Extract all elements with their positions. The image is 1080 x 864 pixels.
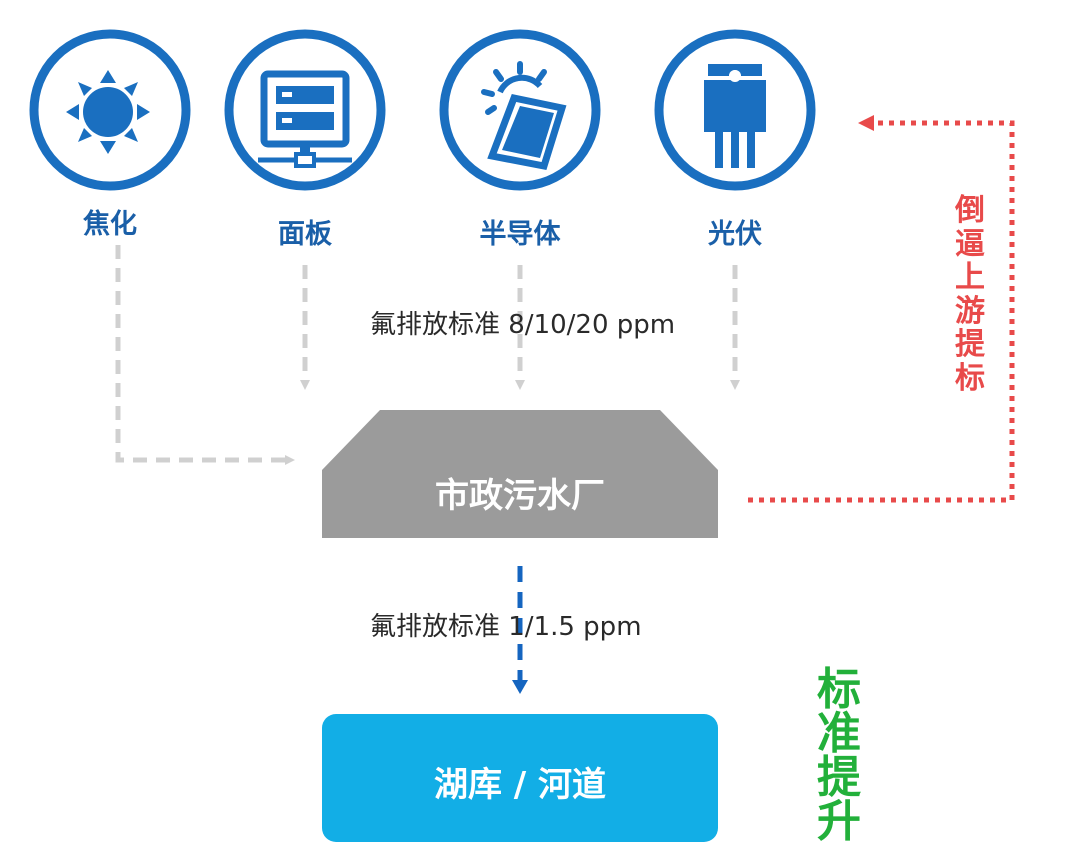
transistor-chip-icon — [654, 29, 816, 191]
feedback-char: 游 — [955, 293, 985, 329]
feedback-char: 标 — [955, 360, 985, 396]
solar-panel-icon — [439, 29, 601, 191]
feedback-text: 倒 逼 上 游 提 标 — [948, 194, 992, 396]
upgrade-text: 标 准 提 升 — [806, 668, 872, 844]
feedback-char: 倒 — [955, 193, 985, 228]
upgrade-char: 准 — [817, 708, 861, 759]
feedback-char: 逼 — [955, 226, 985, 262]
feedback-char: 上 — [955, 260, 985, 296]
municipal-plant-shape — [322, 410, 718, 538]
receiving-water-box — [322, 714, 718, 842]
upgrade-char: 升 — [817, 796, 861, 847]
effluent-arrow — [512, 566, 528, 694]
industry-label-panel: 面板 — [278, 219, 332, 250]
monitor-panel-icon — [224, 29, 386, 191]
sun-icon — [29, 29, 191, 191]
municipal-plant-label: 市政污水厂 — [435, 476, 605, 516]
upgrade-char: 标 — [817, 664, 861, 715]
industry-label-coking: 焦化 — [83, 209, 137, 240]
downstream-standard-text: 氟排放标准 1/1.5 ppm — [370, 612, 642, 642]
feedback-char: 提 — [955, 327, 985, 363]
receiving-water-label: 湖库 / 河道 — [433, 765, 607, 805]
industry-label-semiconductor: 半导体 — [479, 219, 561, 250]
upstream-standard-text: 氟排放标准 8/10/20 ppm — [370, 310, 676, 340]
feedback-arrow — [748, 115, 1015, 503]
industry-discharge-arrows — [115, 245, 740, 465]
upgrade-char: 提 — [817, 752, 861, 803]
industry-label-photovoltaic: 光伏 — [708, 219, 762, 250]
